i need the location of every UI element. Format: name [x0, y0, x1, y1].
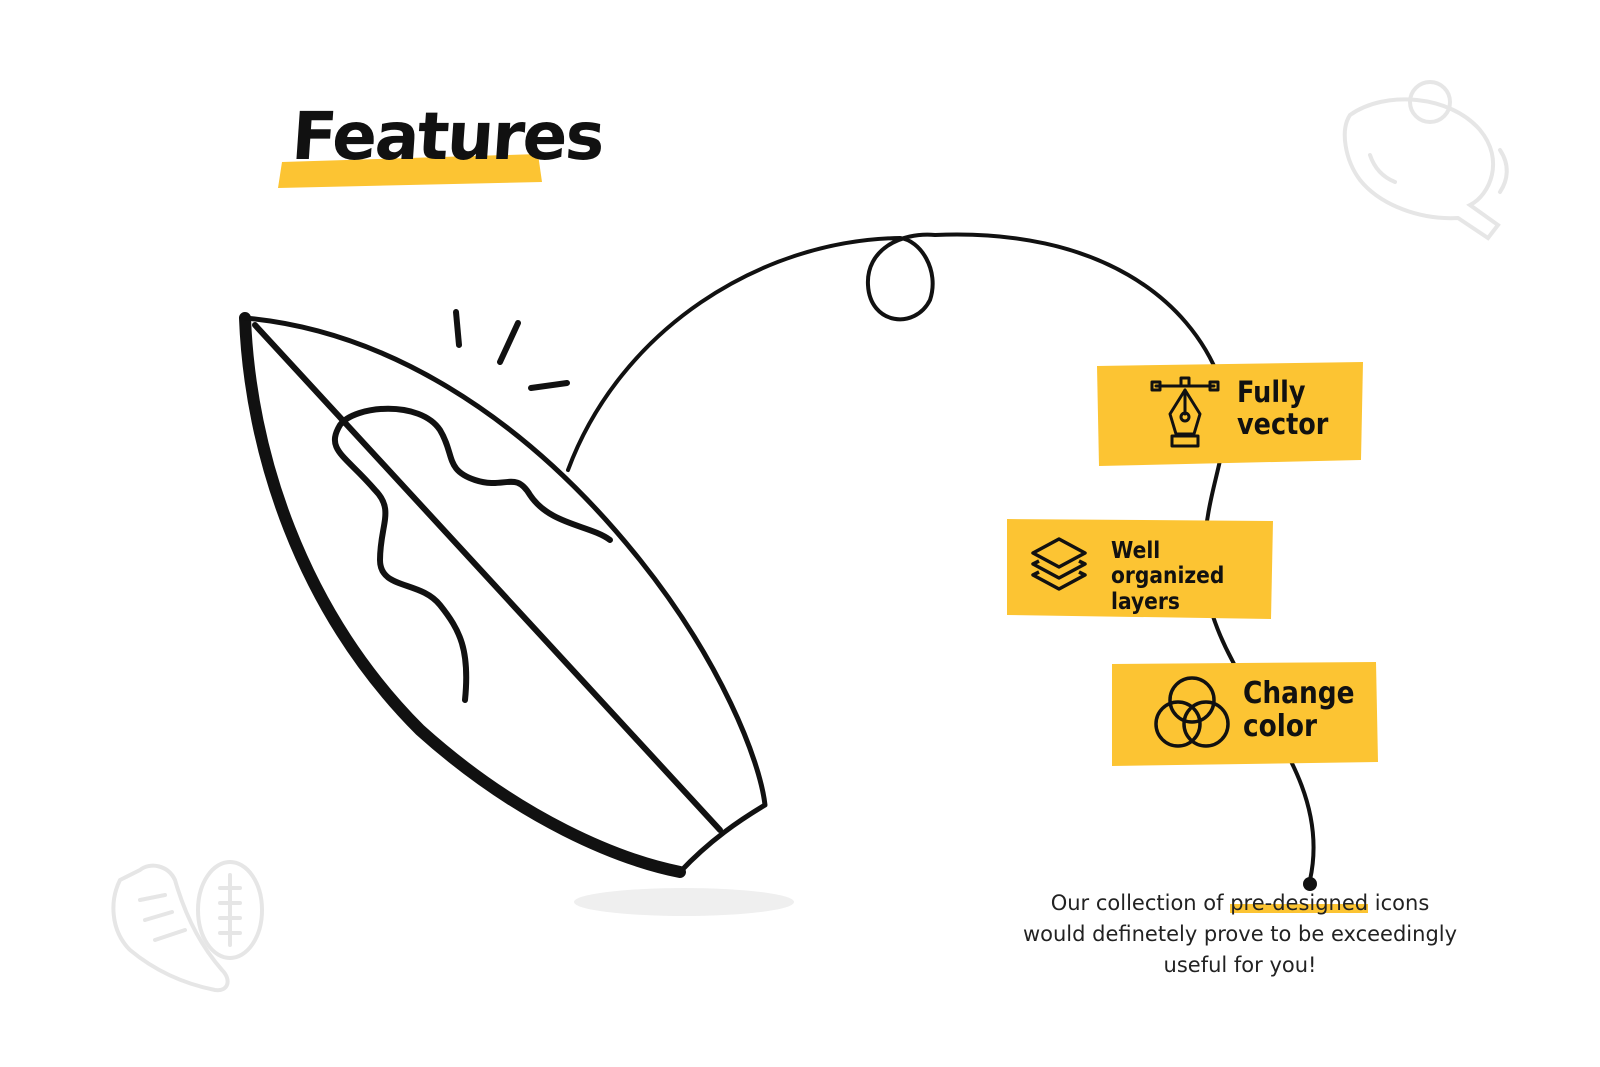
title-block: Features: [270, 92, 606, 202]
football-boot-icon: [111, 863, 230, 993]
feature-card-layers: Well organized layers: [1005, 515, 1275, 625]
ping-pong-icon: [1342, 80, 1509, 241]
feature-label: Change color: [1243, 676, 1355, 744]
card-background: [1112, 662, 1378, 766]
card-background: [1097, 362, 1363, 466]
layers-icon: [1031, 537, 1087, 591]
title-highlight-swash: [278, 154, 542, 188]
feature-label: Well organized layers: [1111, 538, 1225, 615]
rugby-ball-icon: [196, 860, 264, 960]
connector-line: [566, 232, 1316, 882]
page-title: Features: [289, 98, 606, 175]
feature-label: Fully vector: [1237, 375, 1329, 441]
card-background: [1007, 519, 1273, 619]
feature-card-color: Change color: [1110, 660, 1380, 770]
connector-dot: [1303, 877, 1317, 891]
description-text: Our collection of pre-designed icons wou…: [1022, 891, 1458, 977]
description-highlight: pre-designed: [1230, 891, 1369, 915]
pen-tool-icon: [1150, 376, 1220, 448]
feature-card-vector: Fully vector: [1095, 360, 1365, 470]
color-circles-icon: [1154, 676, 1230, 748]
surfboard-illustration: [239, 309, 768, 878]
surfboard-shadow: [574, 888, 794, 916]
